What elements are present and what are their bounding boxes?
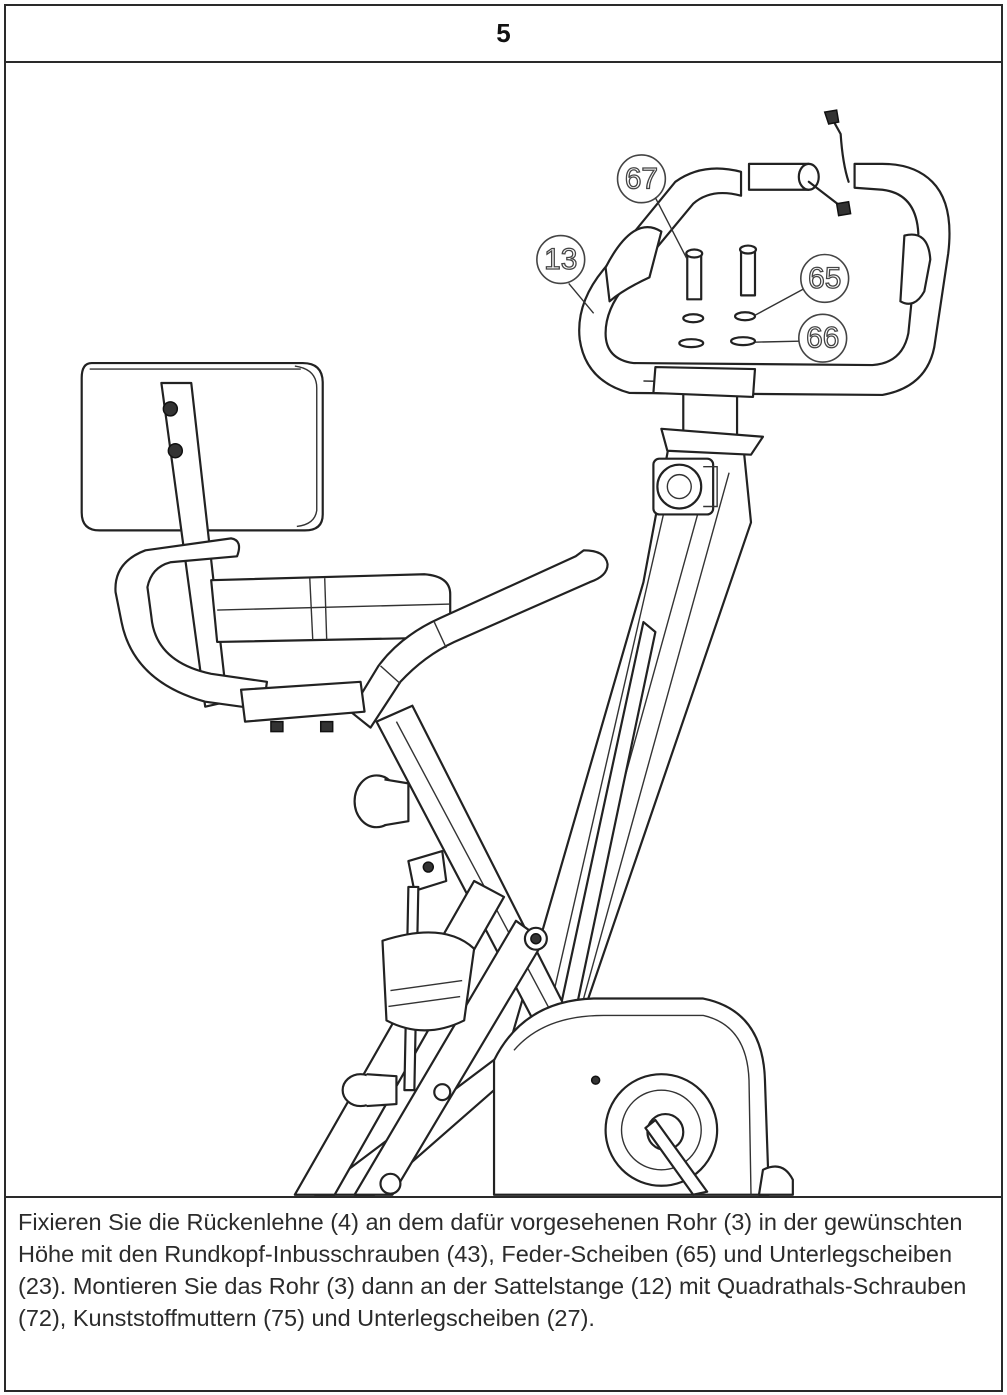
step-number: 5 [496,18,511,48]
seat-frame [239,680,366,733]
callout-66: 66 [754,313,848,363]
step-header: 5 [6,6,1001,63]
bolts-67 [678,244,758,349]
tension-knob [652,457,718,516]
lower-knob [341,931,476,1108]
seat-handle-left [114,537,269,711]
flywheel-housing [492,997,794,1196]
assembly-diagram: 67 13 65 66 [6,63,1001,1198]
svg-text:66: 66 [806,322,839,355]
svg-text:13: 13 [544,243,577,276]
seat-handle-right [349,549,609,729]
callout-13: 13 [536,234,595,314]
svg-text:65: 65 [808,262,841,295]
callout-67: 67 [616,154,688,260]
instruction-frame: 5 [4,4,1003,1392]
handlebar [578,162,951,399]
seat-adjust-knob [353,774,410,829]
instruction-text: Fixieren Sie die Rückenlehne (4) an dem … [18,1209,967,1331]
svg-text:67: 67 [625,162,658,195]
bike-illustration: 67 13 65 66 [80,109,951,1196]
sensor-wire [807,109,852,217]
callout-65: 65 [754,253,850,316]
backrest [80,361,324,532]
